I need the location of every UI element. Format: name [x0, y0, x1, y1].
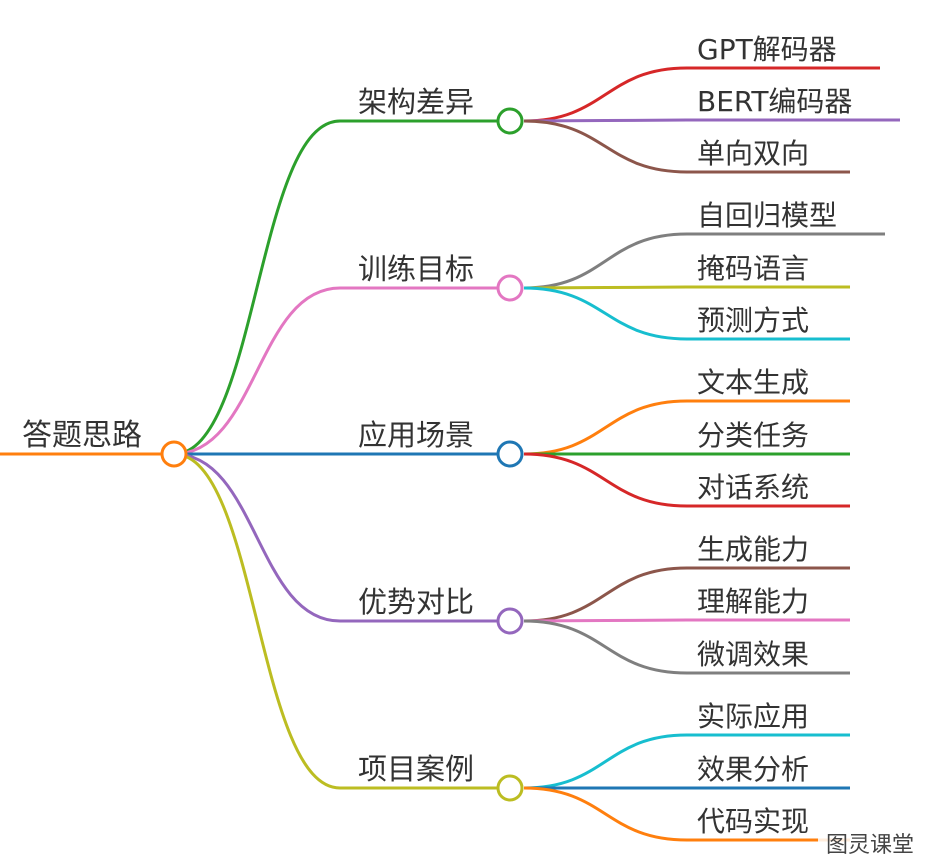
leaf-label[interactable]: GPT解码器: [697, 33, 837, 66]
leaf-edge: [523, 619, 850, 675]
leaf-label[interactable]: 效果分析: [697, 753, 809, 786]
leaf-edge: [523, 786, 850, 842]
leaf-label[interactable]: 代码实现: [697, 805, 809, 838]
branch-label[interactable]: 架构差异: [358, 85, 474, 119]
branch-edge: [173, 119, 510, 456]
leaf-edge: [523, 119, 850, 174]
branch-node-circle[interactable]: [496, 440, 524, 468]
leaf-label[interactable]: BERT编码器: [697, 85, 852, 118]
branch-node-circle[interactable]: [496, 107, 524, 135]
leaf-label[interactable]: 掩码语言: [697, 252, 809, 285]
leaf-label[interactable]: 预测方式: [697, 304, 809, 337]
leaf-edge: [523, 618, 850, 623]
leaf-edge: [523, 66, 880, 123]
watermark: 图灵课堂: [818, 824, 936, 860]
mindmap-edges: [0, 66, 900, 842]
branch-edge: [173, 452, 510, 623]
branch-label[interactable]: 应用场景: [358, 418, 474, 452]
leaf-label[interactable]: 分类任务: [697, 419, 809, 452]
leaf-edge: [523, 232, 885, 290]
watermark-text: 图灵课堂: [826, 833, 914, 858]
leaf-label[interactable]: 实际应用: [697, 700, 809, 733]
leaf-label[interactable]: 单向双向: [697, 137, 809, 170]
branch-edge: [173, 452, 510, 790]
leaf-label[interactable]: 微调效果: [697, 638, 809, 671]
leaf-edge: [523, 566, 850, 623]
branch-node-circle[interactable]: [496, 274, 524, 302]
leaf-label[interactable]: 对话系统: [697, 471, 809, 504]
leaf-edge: [523, 286, 850, 341]
branch-label[interactable]: 优势对比: [358, 585, 474, 619]
branch-node-circle[interactable]: [496, 774, 524, 802]
leaf-edge: [523, 399, 850, 456]
root-node-circle[interactable]: [160, 440, 188, 468]
root-label[interactable]: 答题思路: [22, 418, 142, 453]
leaf-edge: [523, 285, 850, 290]
leaf-label[interactable]: 文本生成: [697, 366, 809, 399]
branch-node-circle[interactable]: [496, 607, 524, 635]
leaf-label[interactable]: 自回归模型: [697, 199, 837, 232]
branch-edge: [173, 286, 510, 456]
leaf-label[interactable]: 生成能力: [697, 533, 809, 566]
branch-label[interactable]: 训练目标: [358, 252, 474, 286]
leaf-edge: [523, 452, 850, 508]
branch-label[interactable]: 项目案例: [358, 752, 474, 786]
leaf-label[interactable]: 理解能力: [697, 585, 809, 618]
leaf-edge: [523, 118, 900, 123]
leaf-edge: [523, 733, 850, 790]
mindmap-nodes: [160, 107, 524, 802]
